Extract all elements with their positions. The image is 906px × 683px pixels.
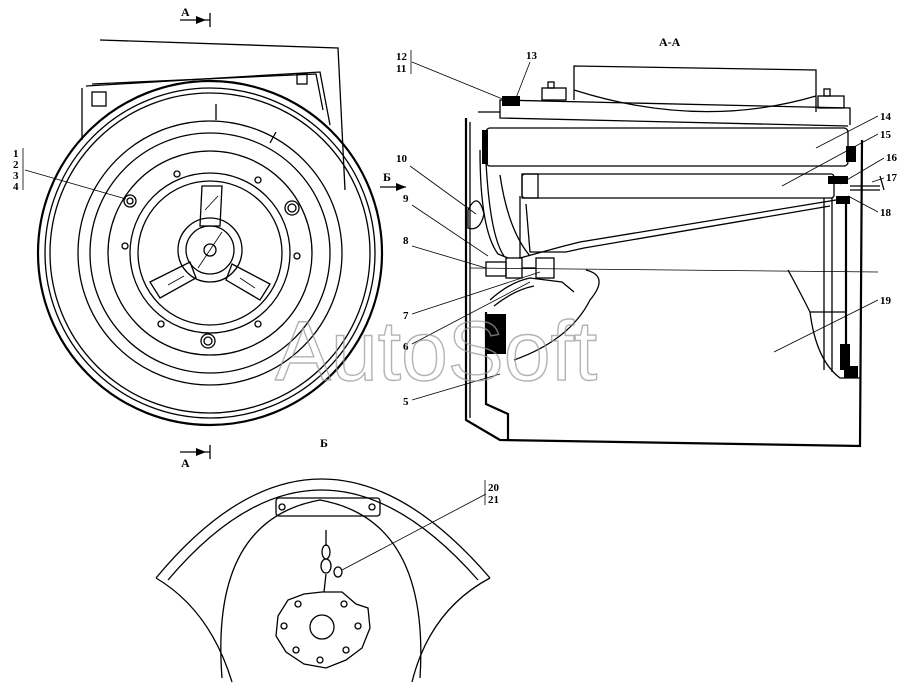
callout-7-label: 7 <box>403 310 409 322</box>
callout-8: 8 <box>403 235 487 269</box>
callout-2: 2 <box>13 159 19 171</box>
callout-5: 5 <box>403 373 501 408</box>
callout-10: 10 <box>396 153 477 215</box>
callout-11: 11 <box>396 63 406 75</box>
callout-4: 4 <box>13 181 19 193</box>
view-b: Б <box>155 436 491 683</box>
section-label-a-top: А <box>181 5 190 19</box>
callout-9-label: 9 <box>403 193 409 205</box>
callout-9: 9 <box>403 193 489 257</box>
callout-6: 6 <box>403 281 531 353</box>
callout-1: 1 <box>13 148 19 160</box>
callout-19-label: 19 <box>880 295 892 307</box>
callout-7: 7 <box>403 271 541 322</box>
callout-17: 17 <box>871 172 898 184</box>
callout-8-label: 8 <box>403 235 409 247</box>
callout-19: 19 <box>773 295 892 353</box>
view-b-title: Б <box>320 436 328 450</box>
callout-18: 18 <box>847 195 892 219</box>
section-marker-top: А <box>180 5 211 27</box>
callout-1-4: 1 2 3 4 <box>13 148 127 200</box>
callout-12: 12 <box>396 51 408 63</box>
callout-21: 21 <box>488 494 499 506</box>
callout-20: 20 <box>488 482 500 494</box>
front-view <box>36 39 384 427</box>
callout-10-label: 10 <box>396 153 408 165</box>
callout-5-label: 5 <box>403 396 409 408</box>
section-label-a-bottom: А <box>181 456 190 470</box>
callout-6-label: 6 <box>403 341 409 353</box>
view-arrow-b: Б <box>380 170 406 191</box>
callout-17-label: 17 <box>886 172 898 184</box>
section-title: А-А <box>659 35 681 49</box>
callout-13-label: 13 <box>526 50 538 62</box>
watermark: AutoSoft <box>275 304 597 398</box>
callout-16-label: 16 <box>886 152 898 164</box>
callout-15: 15 <box>781 129 892 187</box>
section-view: А-А <box>464 35 885 448</box>
callout-15-label: 15 <box>880 129 892 141</box>
outer-rim <box>36 79 384 427</box>
view-arrow-b-label: Б <box>383 170 391 184</box>
bolt-holes <box>121 170 301 349</box>
callout-20-21: 20 21 <box>341 480 500 571</box>
callout-14-label: 14 <box>880 111 892 123</box>
callout-16: 16 <box>839 152 898 185</box>
callout-14: 14 <box>815 111 892 149</box>
section-marker-bottom: А <box>180 445 211 470</box>
callout-13: 13 <box>515 50 538 99</box>
callout-3: 3 <box>13 170 19 182</box>
callout-18-label: 18 <box>880 207 892 219</box>
callout-11-12: 12 11 <box>396 50 506 101</box>
